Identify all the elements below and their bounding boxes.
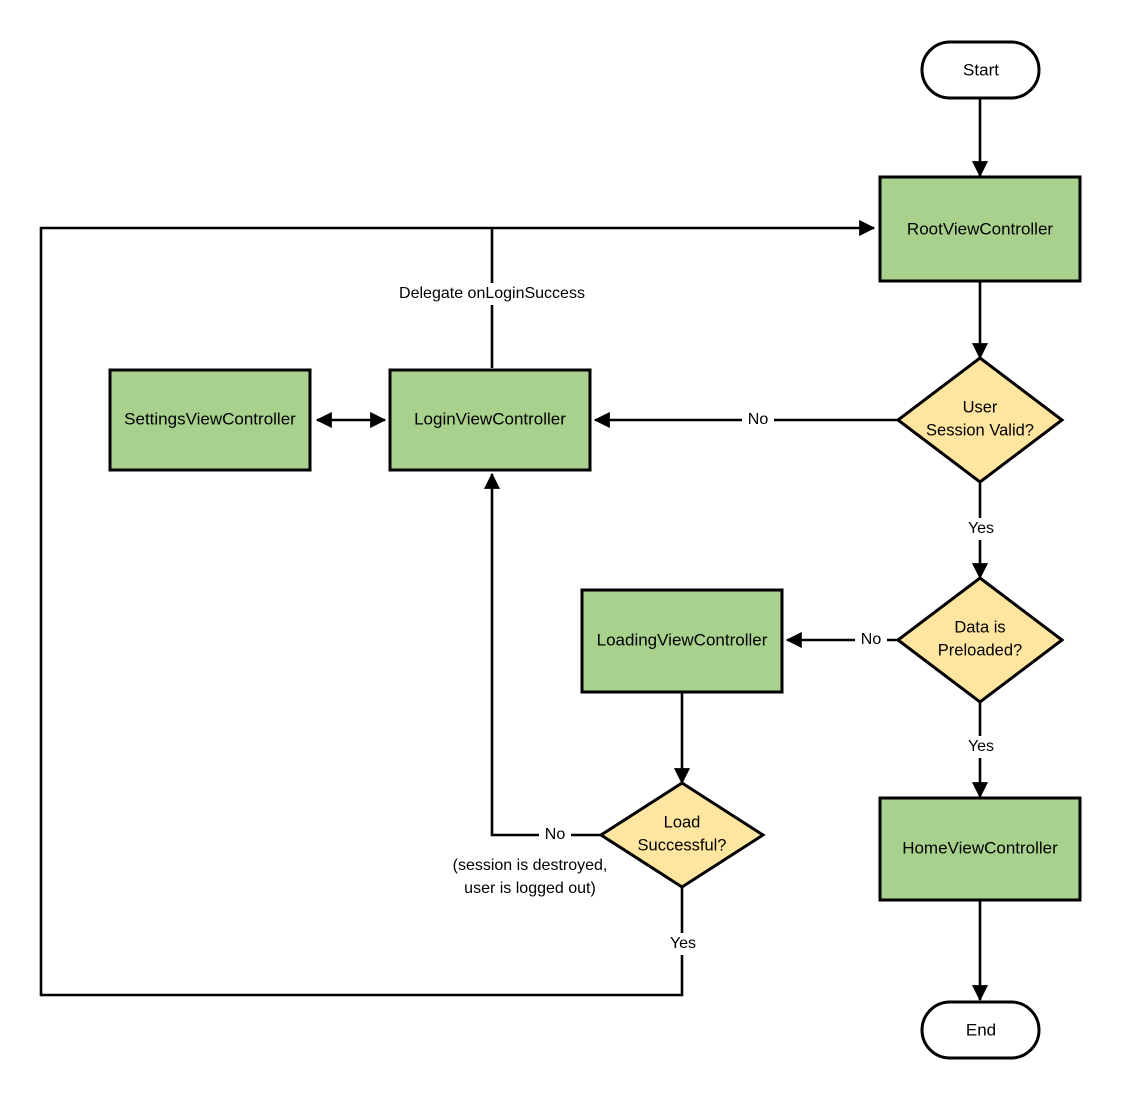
settings-view-controller-shape	[108, 368, 312, 472]
preload-yes-label: Yes	[968, 738, 994, 755]
session-destroyed-note-line2: user is logged out)	[464, 880, 596, 897]
node-login-view-controller[interactable]: LoginViewController	[388, 368, 592, 472]
end-label: End	[966, 1020, 996, 1039]
data-preloaded-shape	[895, 576, 1065, 704]
node-user-session-valid-decision[interactable]: User Session Valid?	[895, 356, 1065, 484]
session-yes-label: Yes	[968, 520, 994, 537]
session-yes-label-bg	[962, 518, 1000, 540]
root-view-controller-shape	[878, 175, 1082, 283]
node-start[interactable]: Start	[920, 40, 1041, 100]
user-session-valid-shape	[895, 356, 1065, 484]
start-shape	[920, 40, 1041, 100]
loading-view-controller-label: LoadingViewController	[597, 630, 768, 649]
settings-view-controller-label: SettingsViewController	[124, 409, 296, 428]
login-view-controller-shape	[388, 368, 592, 472]
root-view-controller-label: RootViewController	[907, 219, 1053, 238]
preload-yes-label-bg	[962, 736, 1000, 758]
user-session-valid-label-line1: User	[963, 398, 998, 416]
session-no-label: No	[748, 411, 769, 428]
data-preloaded-label-line1: Data is	[954, 618, 1005, 636]
end-shape	[920, 1000, 1041, 1060]
node-end[interactable]: End	[920, 1000, 1041, 1060]
load-yes-label: Yes	[670, 935, 696, 952]
home-view-controller-label: HomeViewController	[902, 838, 1058, 857]
load-no-label: No	[545, 826, 566, 843]
load-successful-label-line1: Load	[664, 813, 701, 831]
preload-no-label-bg	[855, 629, 887, 651]
login-view-controller-label: LoginViewController	[414, 409, 566, 428]
node-home-view-controller[interactable]: HomeViewController	[878, 796, 1082, 902]
session-no-label-bg	[742, 409, 774, 431]
loading-view-controller-shape	[580, 588, 784, 694]
data-preloaded-label-line2: Preloaded?	[938, 641, 1022, 659]
home-view-controller-shape	[878, 796, 1082, 902]
start-label: Start	[963, 60, 999, 79]
user-session-valid-label-line2: Session Valid?	[926, 421, 1034, 439]
load-yes-label-bg	[664, 933, 702, 955]
node-load-successful-decision[interactable]: Load Successful?	[598, 781, 766, 889]
load-successful-shape	[598, 781, 766, 889]
node-settings-view-controller[interactable]: SettingsViewController	[108, 368, 312, 472]
load-successful-label-line2: Successful?	[638, 836, 727, 854]
session-destroyed-note-line1: (session is destroyed,	[453, 857, 608, 874]
node-data-preloaded-decision[interactable]: Data is Preloaded?	[895, 576, 1065, 704]
preload-no-label: No	[861, 631, 882, 648]
delegate-on-login-success-label: Delegate onLoginSuccess	[399, 285, 585, 302]
delegate-label-bg	[388, 283, 596, 305]
edge-load-yes-to-root	[39, 219, 876, 997]
node-loading-view-controller[interactable]: LoadingViewController	[580, 588, 784, 694]
node-root-view-controller[interactable]: RootViewController	[878, 175, 1082, 283]
load-no-label-bg	[539, 824, 571, 846]
